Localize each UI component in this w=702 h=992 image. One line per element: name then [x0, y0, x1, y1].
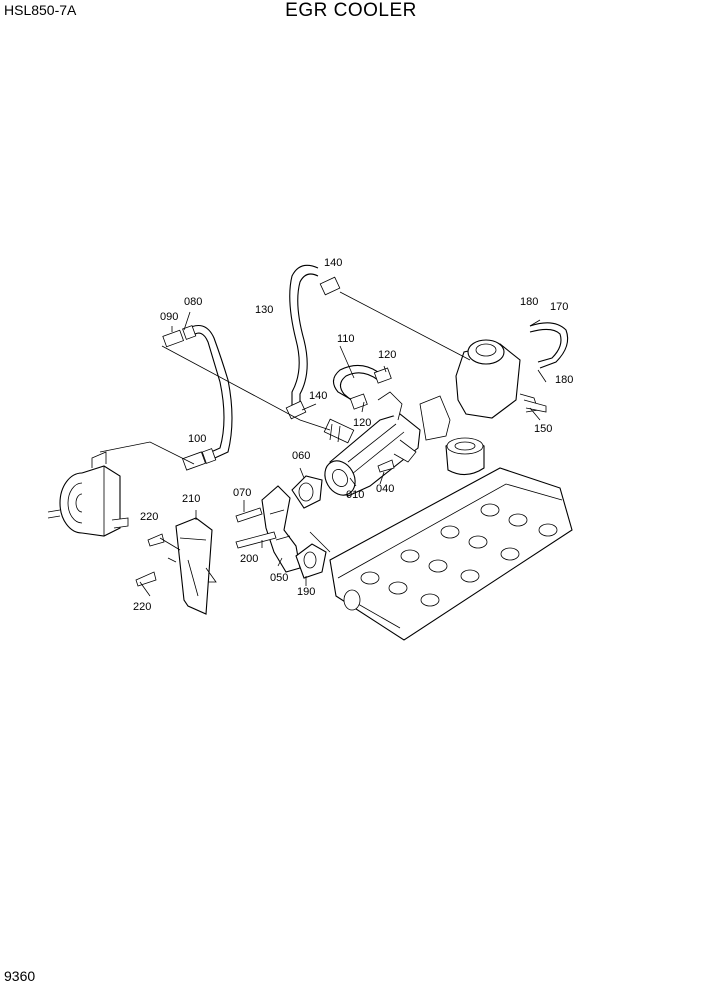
label-190: 190	[297, 586, 315, 598]
cylinder-head-part	[329, 437, 573, 641]
label-010: 010	[346, 489, 364, 501]
label-210: 210	[182, 493, 200, 505]
label-150: 150	[534, 423, 552, 435]
label-200: 200	[240, 553, 258, 565]
label-100: 100	[188, 433, 206, 445]
model-code: HSL850-7A	[4, 2, 77, 18]
label-170: 170	[550, 301, 568, 313]
label-090: 090	[160, 311, 178, 323]
label-220-lower: 220	[133, 601, 151, 613]
pipe-050-part	[261, 485, 301, 573]
egr-valve-part	[419, 339, 547, 441]
page-number: 9360	[4, 968, 36, 984]
bolts-part	[135, 459, 395, 587]
page-title: EGR COOLER	[285, 0, 417, 21]
label-120-lower: 120	[353, 417, 371, 429]
oil-cooler-part	[47, 451, 129, 537]
label-220-upper: 220	[140, 511, 158, 523]
heat-shield-210-part	[175, 517, 217, 615]
label-140-upper: 140	[324, 257, 342, 269]
gasket-060-part	[291, 475, 323, 509]
gasket-190-part	[295, 543, 327, 579]
hose-100-part	[162, 324, 233, 471]
hose-130-part	[285, 264, 341, 420]
label-130: 130	[255, 304, 273, 316]
label-180-lower: 180	[555, 374, 573, 386]
label-140-lower: 140	[309, 390, 327, 402]
label-060: 060	[292, 450, 310, 462]
label-040: 040	[376, 483, 394, 495]
egr-cooler-body-part	[324, 391, 421, 497]
label-070: 070	[233, 487, 251, 499]
label-120-upper: 120	[378, 349, 396, 361]
leader-lines	[99, 291, 547, 597]
connector-part	[323, 418, 355, 444]
hose-170-part	[529, 322, 569, 369]
label-080: 080	[184, 296, 202, 308]
hose-110-part	[332, 364, 392, 410]
label-110: 110	[337, 333, 355, 345]
label-180-upper: 180	[520, 296, 538, 308]
label-050: 050	[270, 572, 288, 584]
